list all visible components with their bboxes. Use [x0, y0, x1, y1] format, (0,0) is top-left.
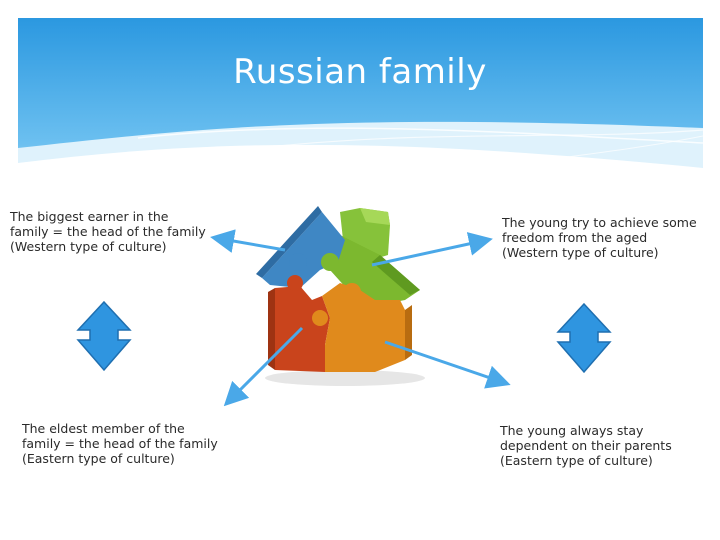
page-title: Russian family [233, 52, 487, 92]
arrow-to-bottom-right [384, 340, 511, 389]
label-top-right: The young try to achieve some freedom fr… [502, 215, 697, 260]
double-arrow-icon-left [76, 300, 132, 372]
double-arrow-icon-right [556, 302, 612, 374]
label-top-left: The biggest earner in the family = the h… [10, 209, 206, 254]
label-bottom-left: The eldest member of the family = the he… [22, 421, 218, 466]
arrow-to-bottom-left [223, 326, 304, 407]
title-banner [18, 18, 703, 198]
arrow-to-top-left [210, 229, 286, 253]
puzzle-house-icon [256, 206, 425, 386]
label-bottom-right: The young always stay dependent on their… [500, 423, 672, 468]
arrow-to-top-right [371, 232, 493, 267]
